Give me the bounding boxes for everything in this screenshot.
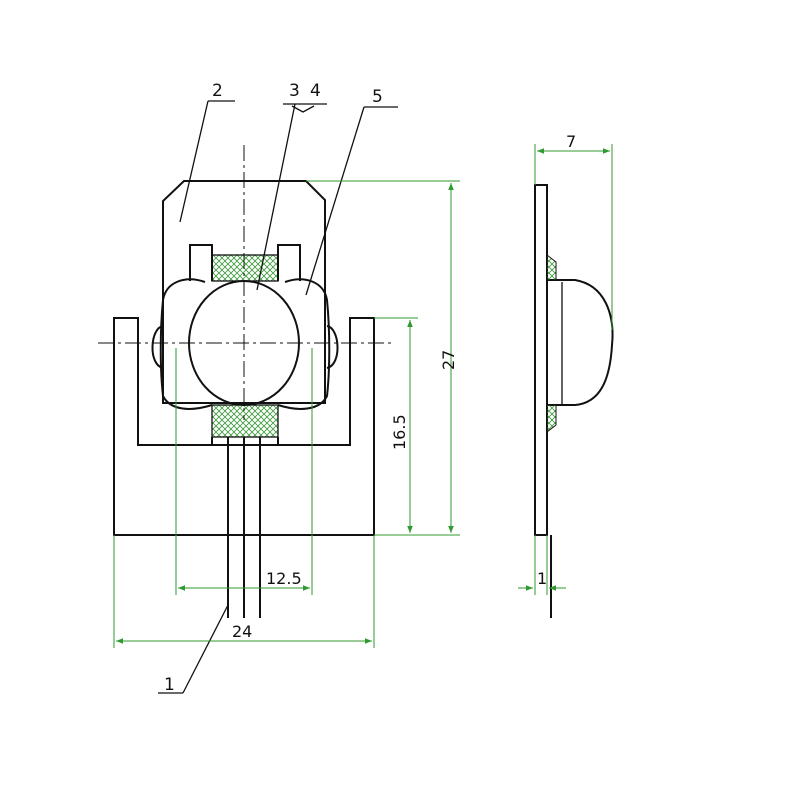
side-hatch-top [546, 253, 557, 281]
front-dimensions: 27 16.5 12.5 24 [113, 180, 460, 648]
dim-16-5: 16.5 [390, 414, 409, 450]
front-view [98, 145, 392, 618]
left-bump [151, 325, 164, 369]
hatch-block-bottom [211, 404, 279, 438]
dim-27: 27 [439, 350, 458, 370]
side-dimensions: 7 1 [518, 132, 613, 595]
right-wing-lobe [277, 278, 331, 410]
right-post [277, 244, 301, 281]
part-label-2: 2 [212, 81, 223, 101]
part-label-5: 5 [372, 87, 383, 107]
side-plate [534, 184, 548, 536]
dim-24: 24 [232, 622, 252, 641]
dim-1: 1 [537, 569, 547, 588]
u-bracket [113, 317, 375, 536]
dim-12-5: 12.5 [266, 569, 302, 588]
part-label-3: 3 [289, 81, 300, 101]
side-hatch-bottom [546, 404, 557, 434]
right-bump [326, 325, 339, 369]
part-label-4: 4 [310, 81, 321, 101]
left-wing-lobe [159, 278, 213, 410]
side-lens-dome [547, 279, 614, 406]
dim-7: 7 [566, 132, 576, 151]
side-view [534, 184, 614, 618]
hatch-block-top [211, 254, 279, 282]
part-label-1: 1 [164, 675, 175, 695]
left-post [189, 244, 213, 281]
part-labels: 2 3 4 5 1 [158, 81, 398, 695]
